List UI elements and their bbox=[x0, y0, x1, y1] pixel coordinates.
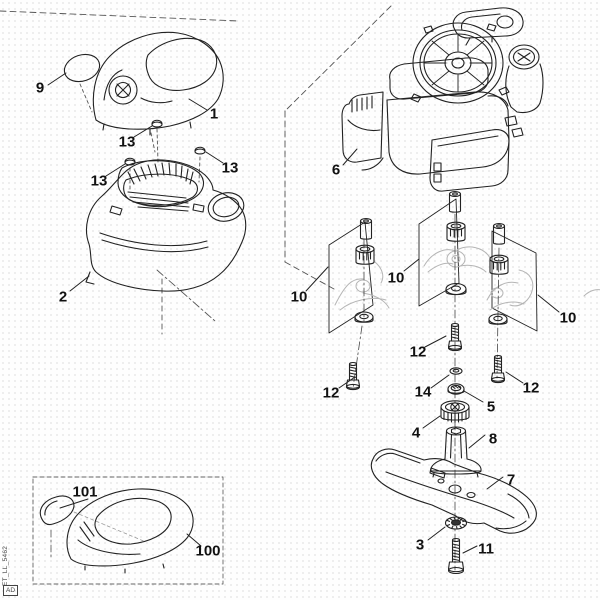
callout-7: 7 bbox=[506, 471, 516, 489]
blade-part-7 bbox=[370, 448, 537, 534]
callout-10-b: 10 bbox=[387, 269, 405, 287]
document-code-badge: AD bbox=[3, 585, 19, 596]
callout-4: 4 bbox=[411, 424, 421, 442]
callout-9: 9 bbox=[35, 79, 45, 97]
upper-cover-part-1 bbox=[92, 31, 224, 136]
flap-part-101 bbox=[39, 495, 75, 526]
blade-kit-group-10-left bbox=[328, 218, 390, 391]
bolt-part-12-left bbox=[345, 361, 361, 391]
callout-10-a: 10 bbox=[290, 288, 308, 306]
bearing-housing-part-4 bbox=[440, 400, 470, 423]
washer-part-3 bbox=[444, 516, 468, 530]
callout-6: 6 bbox=[331, 161, 341, 179]
bolt-part-12-center bbox=[447, 322, 463, 352]
document-code: ET_LL_5462 bbox=[2, 545, 9, 586]
construction-lines bbox=[0, 5, 392, 335]
callout-10-c: 10 bbox=[559, 309, 577, 327]
lower-housing-part-2 bbox=[85, 159, 247, 292]
bearing-part-5 bbox=[447, 383, 465, 395]
callout-100: 100 bbox=[195, 542, 221, 560]
callout-2: 2 bbox=[58, 288, 68, 306]
cover-part-100 bbox=[66, 488, 194, 574]
callout-13-c: 13 bbox=[221, 159, 239, 177]
blade-kit-group-10-right bbox=[486, 223, 600, 384]
callout-12-c: 12 bbox=[522, 379, 540, 397]
callout-3: 3 bbox=[415, 536, 425, 554]
bolt-part-11 bbox=[447, 537, 465, 575]
callout-12-a: 12 bbox=[322, 384, 340, 402]
callout-101: 101 bbox=[72, 483, 98, 501]
blade-kit-group-10-center bbox=[418, 191, 491, 571]
variant-box-100 bbox=[32, 476, 224, 585]
leader-lines bbox=[47, 72, 560, 554]
nut-part-13 bbox=[124, 119, 206, 166]
callout-13-b: 13 bbox=[90, 172, 108, 190]
bolt-part-12-right bbox=[490, 354, 506, 384]
callout-5: 5 bbox=[486, 398, 496, 416]
washer-part-14 bbox=[449, 367, 463, 375]
callout-1: 1 bbox=[209, 105, 219, 123]
callout-14: 14 bbox=[414, 383, 432, 401]
blade-adapter-part-8 bbox=[430, 426, 482, 478]
engine-part-6 bbox=[341, 7, 544, 192]
callout-12-b: 12 bbox=[409, 343, 427, 361]
callout-11: 11 bbox=[478, 540, 494, 558]
callout-8: 8 bbox=[488, 430, 498, 448]
emblem-part-9 bbox=[63, 53, 101, 83]
callout-13-a: 13 bbox=[118, 133, 136, 151]
